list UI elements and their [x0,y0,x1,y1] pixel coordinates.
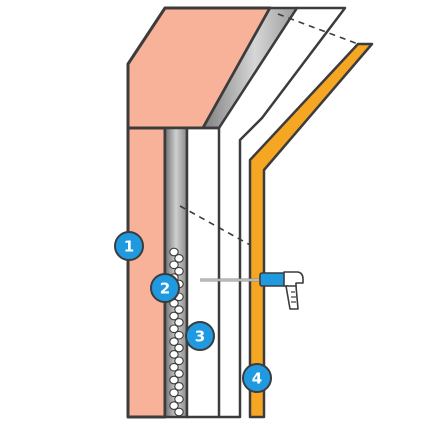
hidden-edges [179,13,359,247]
foam-bead [169,375,179,385]
badge-4-label: 4 [252,370,262,388]
foam-bead [169,247,179,257]
foam-beads [169,247,184,417]
foam-bead [174,382,184,391]
foam-bead [174,318,184,327]
badge-2-label: 2 [160,280,170,298]
badge-1-label: 1 [124,238,134,256]
foam-bead [174,305,184,314]
foam-bead [169,324,179,334]
foam-bead [174,266,184,276]
foam-bead [174,254,184,263]
foam-bead [174,394,184,404]
badge-1: 1 [114,231,144,261]
foam-bead [169,311,179,321]
insulation-layer [185,6,347,419]
foam-bead [174,407,184,417]
foam-bead [174,330,184,340]
injection-gun-icon [200,271,304,310]
foam-bead [174,369,184,378]
foam-bead [169,350,179,359]
badge-3-label: 3 [195,328,205,346]
badge-4: 4 [242,363,272,393]
foam-bead [169,260,179,270]
foam-bead [169,337,179,346]
foam-bead [169,362,179,372]
foam-bead [174,343,184,353]
foam-bead [169,388,179,398]
cladding-board [248,42,374,419]
badge-2: 2 [150,273,180,303]
badge-3: 3 [185,321,215,351]
foam-bead [174,356,184,366]
foam-bead [169,401,179,410]
